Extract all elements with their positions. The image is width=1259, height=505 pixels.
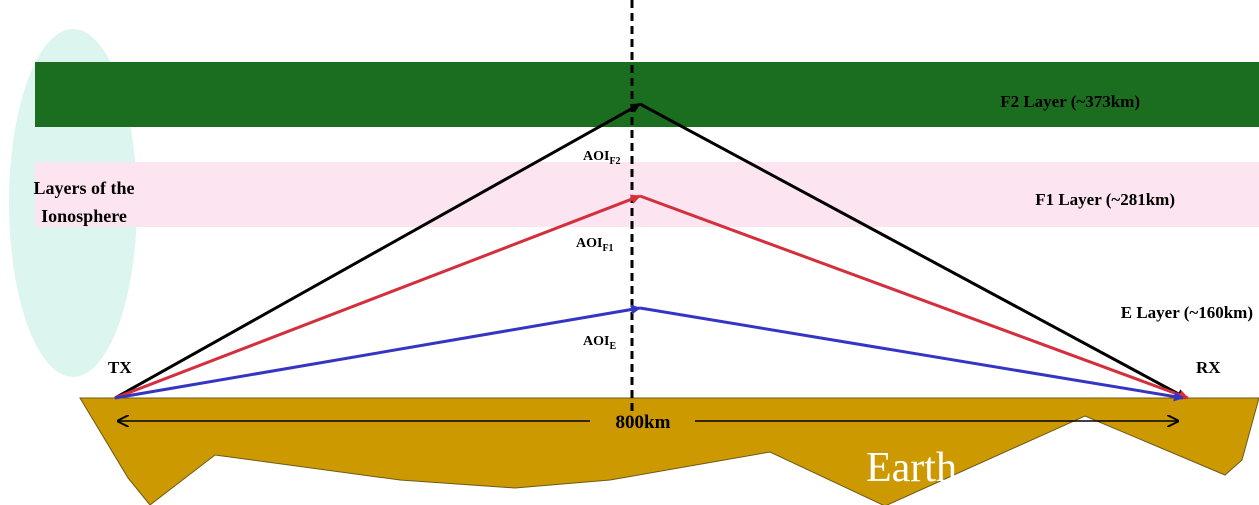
earth-label: Earth <box>866 445 957 491</box>
aoi-f1-base: AOI <box>576 236 602 251</box>
f1-down-path <box>639 194 1189 400</box>
aoi-e-label: AOIE <box>583 334 616 352</box>
earth-ground <box>79 397 1259 505</box>
ionosphere-title-line2: Ionosphere <box>41 206 127 226</box>
rx-label: RX <box>1196 358 1221 377</box>
aoi-e-base: AOI <box>583 334 609 349</box>
aoi-f2-base: AOI <box>583 149 609 164</box>
e-down-path <box>639 306 1184 402</box>
aoi-f1-subscript: F1 <box>602 243 613 254</box>
f2-layer-band <box>35 62 1259 127</box>
f1-layer-band <box>35 162 1259 227</box>
f1-up-path <box>114 194 641 400</box>
aoi-f2-subscript: F2 <box>609 156 620 167</box>
f2-up-path <box>114 102 641 400</box>
distance-label: 800km <box>616 412 671 433</box>
e-up-path <box>114 304 641 400</box>
f2-down-path <box>639 102 1187 400</box>
tx-label: TX <box>108 358 132 377</box>
f2-layer-label: F2 Layer (~373km) <box>1000 92 1140 111</box>
e-layer-label: E Layer (~160km) <box>1121 303 1253 322</box>
ionosphere-title-line1: Layers of the <box>34 178 135 198</box>
f1-layer-label: F1 Layer (~281km) <box>1035 190 1175 209</box>
aoi-e-subscript: E <box>609 341 616 352</box>
aoi-f1-label: AOIF1 <box>576 236 614 254</box>
aoi-f2-label: AOIF2 <box>583 149 621 167</box>
